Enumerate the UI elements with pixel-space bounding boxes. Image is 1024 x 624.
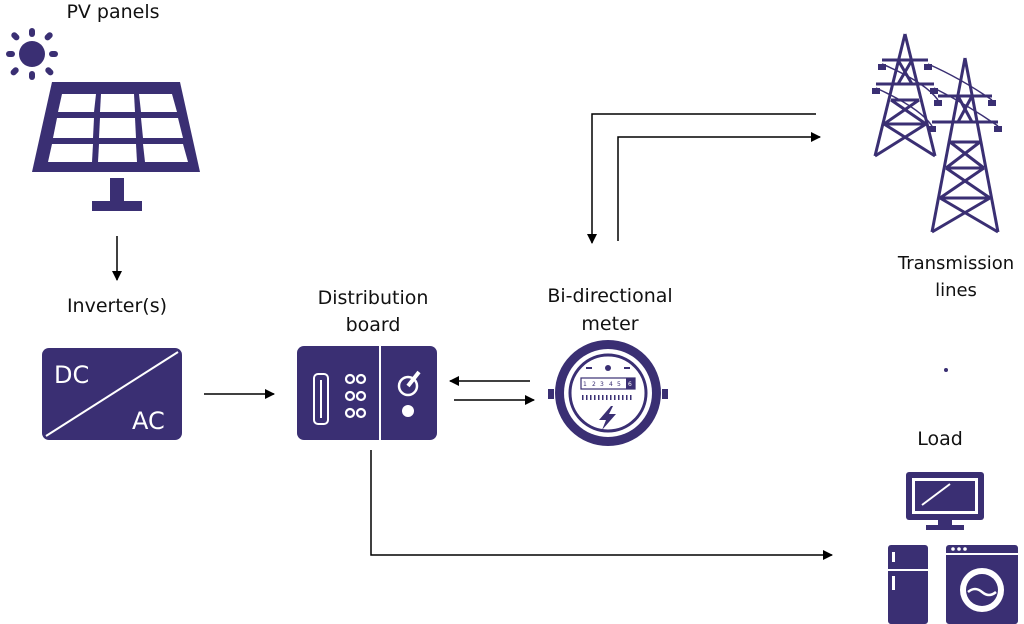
washing-machine-icon [946, 545, 1018, 624]
fridge-icon [888, 545, 928, 624]
meter-icon [548, 340, 668, 446]
meter-digit: 6 [628, 381, 632, 388]
distribution-label-line1: Distribution [317, 287, 429, 309]
monitor-icon [906, 472, 984, 530]
separator-dot [944, 368, 948, 372]
arrow-board-to-load [370, 450, 833, 560]
meter-digit: 4 [609, 381, 613, 388]
insulator-marks [872, 64, 1002, 132]
connectors [112, 113, 833, 560]
sun-icon [6, 28, 58, 80]
transmission-label-line2: lines [935, 280, 977, 301]
meter-digit: 3 [600, 381, 604, 388]
load-label: Load [917, 428, 963, 450]
meter-digit: 2 [592, 381, 596, 388]
solar-panel-icon [32, 82, 200, 211]
transmission-tower-icon [873, 33, 1000, 234]
meter-digit: 1 [583, 381, 587, 388]
inverter-icon: DC AC [42, 348, 182, 440]
arrow-meter-to-grid [617, 132, 821, 241]
pv-panels-label: PV panels [66, 1, 160, 23]
inverter-label: Inverter(s) [66, 295, 168, 317]
meter-digits: 1 2 3 4 5 6 [583, 381, 632, 388]
transmission-label-line1: Transmission [897, 253, 1015, 274]
arrow-grid-to-meter [587, 113, 816, 244]
dc-label: DC [54, 361, 89, 389]
meter-label-line2: meter [581, 313, 639, 335]
meter-label-line1: Bi-directional [547, 285, 673, 307]
distribution-board-icon [297, 346, 437, 440]
ac-label: AC [132, 407, 165, 435]
meter-digit: 5 [617, 381, 621, 388]
distribution-label-line2: board [345, 314, 401, 336]
